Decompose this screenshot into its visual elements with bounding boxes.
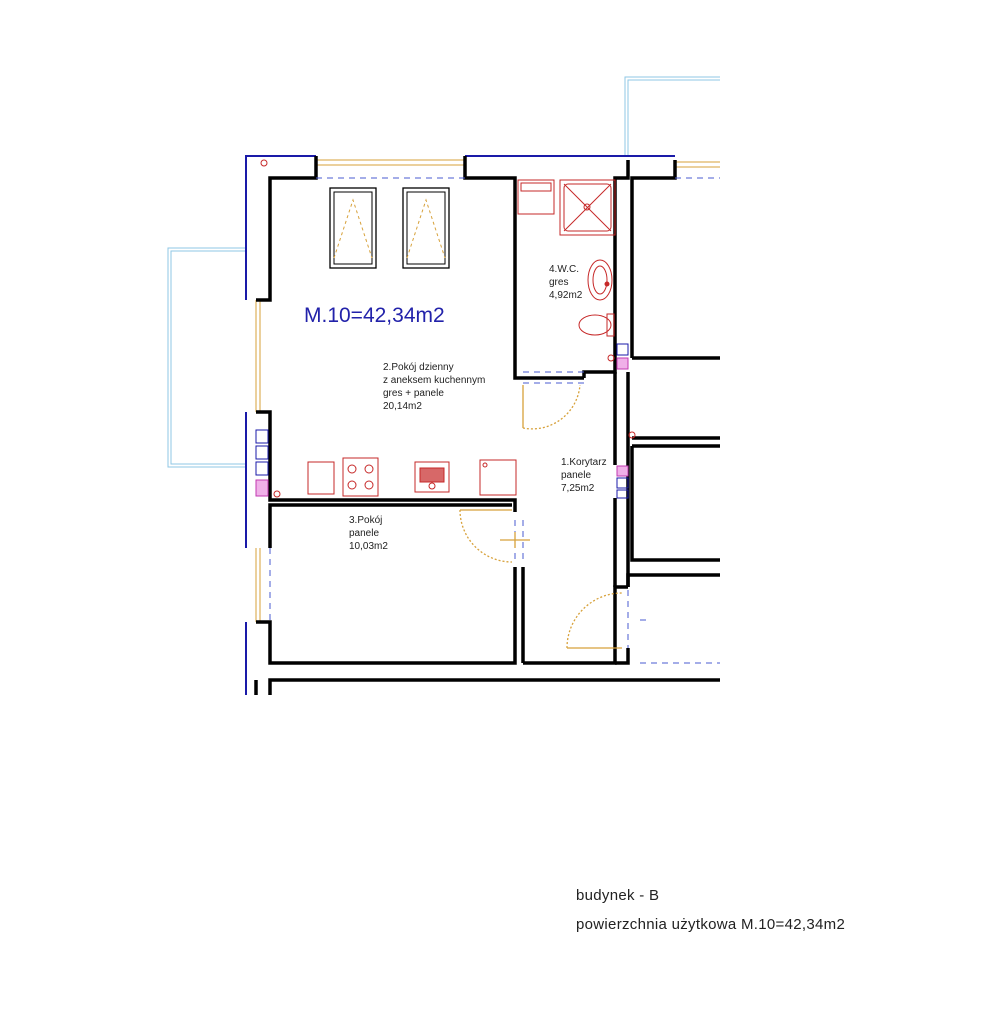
- room-corridor-name: 1.Korytarz: [561, 457, 607, 468]
- sink-icon: [587, 259, 613, 301]
- unit-label: M.10=42,34m2: [304, 304, 445, 327]
- roof-window-right: [402, 187, 450, 269]
- walls: [254, 156, 720, 695]
- facade-lines: [245, 155, 675, 695]
- room-wc-floor: gres: [549, 277, 568, 288]
- room-living-floor: gres + panele: [383, 388, 444, 399]
- room-label-living: 2.Pokój dzienny z aneksem kuchennym gres…: [383, 362, 485, 412]
- chair-icon: [307, 461, 335, 495]
- pipe-markers: [260, 159, 636, 498]
- room-corridor-area: 7,25m2: [561, 483, 595, 494]
- building-label: budynek - B: [576, 887, 660, 904]
- balcony-top: [624, 76, 720, 156]
- fridge-icon: [479, 459, 517, 496]
- shower-icon: [559, 179, 616, 236]
- room-wc-area: 4,92m2: [549, 290, 583, 301]
- installation-ducts-wc: [616, 343, 629, 370]
- room-living-name: 2.Pokój dzienny: [383, 362, 454, 373]
- balcony-left: [167, 247, 246, 468]
- room-wc-name: 4.W.C.: [549, 264, 579, 275]
- installation-ducts-corridor: [616, 465, 629, 499]
- usable-area-label: powierzchnia użytkowa M.10=42,34m2: [576, 916, 846, 933]
- toilet-icon: [578, 313, 615, 337]
- doors: [459, 384, 623, 649]
- dashed-lines: [269, 177, 720, 664]
- stove-icon: [342, 457, 379, 497]
- room-bedroom-floor: panele: [349, 528, 379, 539]
- roof-window-left: [329, 187, 377, 269]
- room-label-wc: 4.W.C. gres 4,92m2: [549, 264, 583, 301]
- room-corridor-floor: panele: [561, 470, 591, 481]
- kitchen-sink-icon: [414, 461, 450, 493]
- window-lines: [255, 159, 720, 622]
- room-bedroom-area: 10,03m2: [349, 541, 388, 552]
- room-living-area: 20,14m2: [383, 401, 422, 412]
- room-living-subname: z aneksem kuchennym: [383, 375, 485, 386]
- room-label-bedroom: 3.Pokój panele 10,03m2: [349, 515, 388, 552]
- washing-machine-icon: [517, 179, 555, 215]
- room-label-corridor: 1.Korytarz panele 7,25m2: [561, 457, 607, 494]
- room-bedroom-name: 3.Pokój: [349, 515, 382, 526]
- installation-ducts-left: [255, 429, 269, 497]
